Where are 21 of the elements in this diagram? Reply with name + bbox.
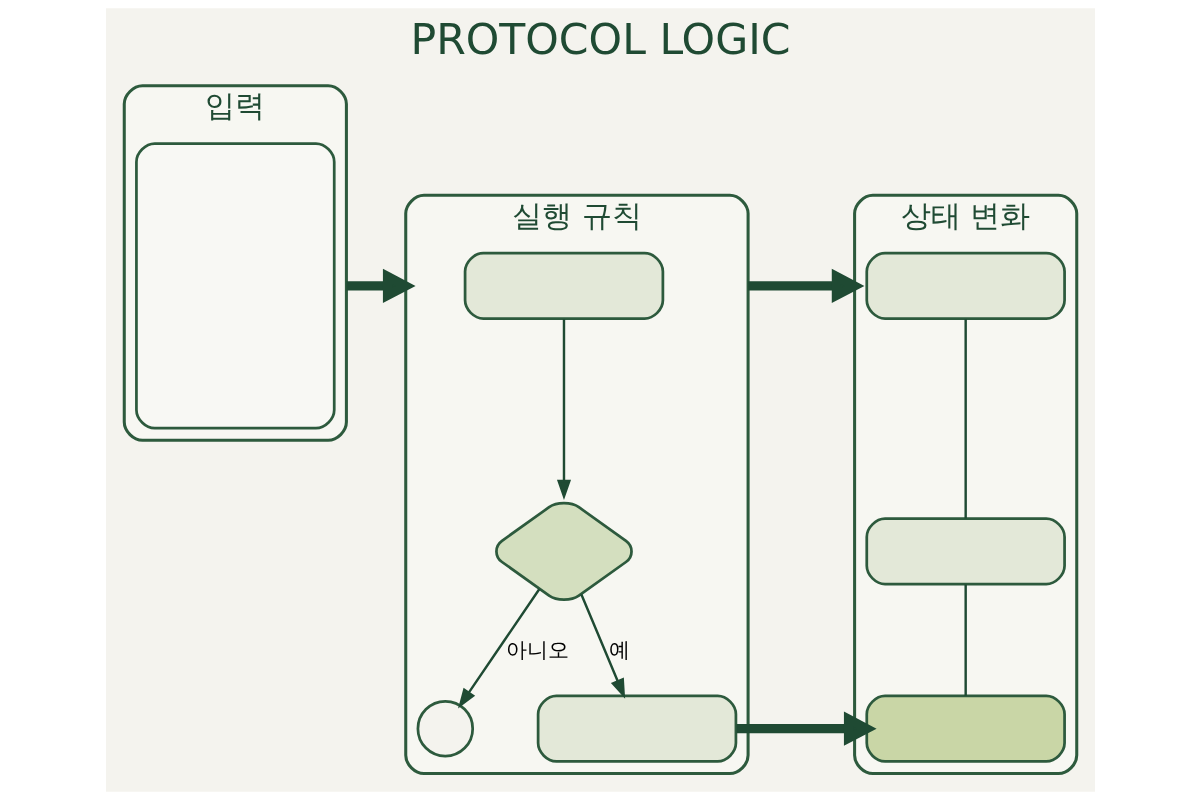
node-box	[864, 517, 1066, 586]
node-circle	[416, 699, 474, 758]
node-box	[463, 251, 664, 320]
arrow	[736, 711, 877, 746]
node-box	[864, 694, 1066, 763]
arrow	[747, 268, 864, 304]
node-box	[536, 694, 737, 763]
node-box	[134, 142, 336, 430]
arrow	[457, 588, 540, 709]
arrow	[579, 593, 625, 699]
connector	[963, 319, 967, 519]
cluster: 입력	[122, 84, 348, 442]
edge-label: 아니오	[505, 636, 569, 662]
diagram-title: PROTOCOL LOGIC	[410, 14, 790, 65]
node-box	[864, 251, 1066, 320]
arrow	[556, 319, 571, 500]
edge-label: 예	[608, 636, 630, 662]
cluster: 상태 변화	[852, 193, 1078, 776]
connector	[963, 584, 967, 696]
node-diamond	[494, 501, 633, 601]
arrow	[345, 268, 416, 304]
